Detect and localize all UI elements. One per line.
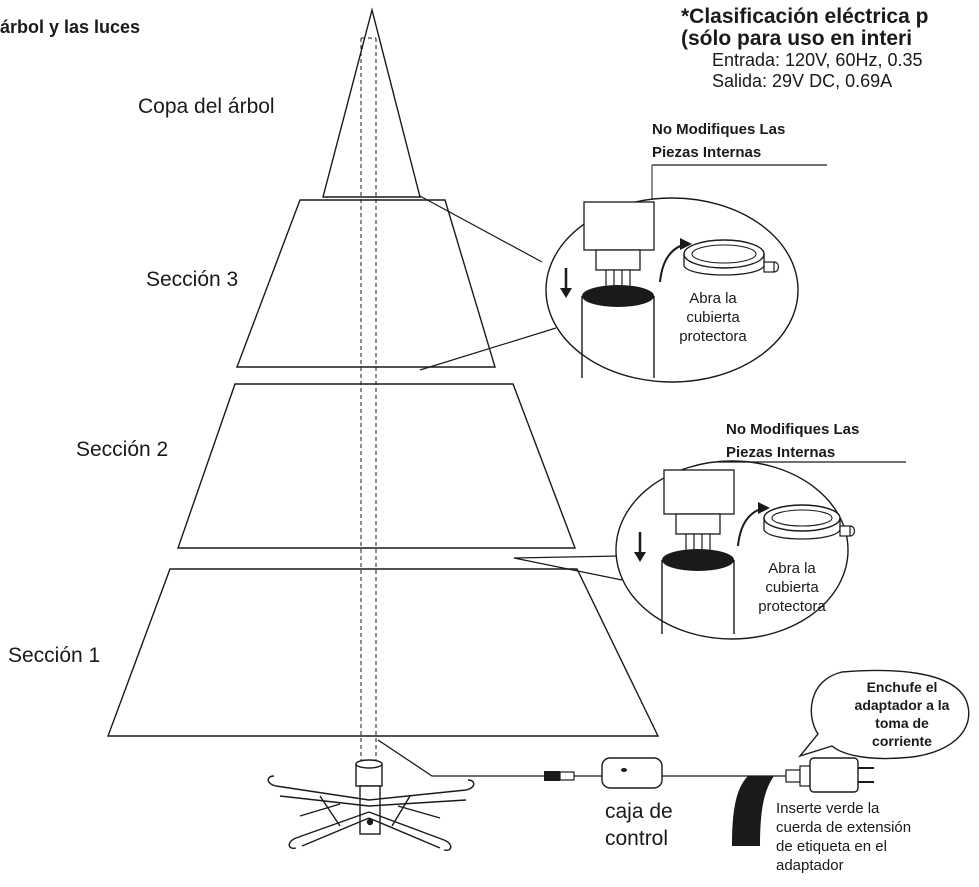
rating-title-line1: *Clasificación eléctrica p — [681, 5, 928, 28]
lower-warning-line2: Piezas Internas — [726, 444, 835, 461]
tree-pole — [360, 37, 377, 770]
tree-section-1 — [106, 568, 660, 737]
upper-pole-top — [583, 201, 655, 251]
plug-bubble-line4: corriente — [872, 733, 932, 749]
lower-socket — [662, 549, 734, 571]
lower-pole-top — [663, 469, 735, 515]
tree-stand-icon — [267, 759, 475, 852]
power-cable — [377, 739, 790, 777]
title-fragment: árbol y las luces — [0, 17, 140, 37]
rating-title-line2: (sólo para uso en interi — [681, 27, 912, 50]
plug-bubble: Enchufe el adaptador a la toma de corrie… — [797, 669, 970, 760]
upper-socket — [582, 285, 654, 307]
curved-arrow-icon — [659, 238, 692, 283]
protective-cover-icon — [683, 239, 780, 276]
section1-label: Sección 1 — [8, 644, 100, 667]
lower-open-line2: cubierta — [765, 579, 819, 596]
callout-upper: No Modifiques Las Piezas Internas Abra — [419, 121, 827, 383]
extension-note-line2: cuerda de extensión — [776, 819, 911, 836]
upper-open-line1: Abra la — [689, 290, 737, 307]
extension-note-line3: de etiqueta en el — [776, 838, 887, 855]
extension-cord-band — [732, 776, 774, 846]
extension-note-line1: Inserte verde la — [776, 800, 880, 817]
control-box-line1: caja de — [605, 800, 673, 823]
rating-output: Salida: 29V DC, 0.69A — [712, 71, 892, 91]
control-box-icon — [601, 757, 663, 789]
extension-note-line4: adaptador — [776, 857, 844, 874]
plug-bubble-line3: toma de — [875, 715, 929, 731]
section2-label: Sección 2 — [76, 438, 168, 461]
plug-adapter-icon — [785, 757, 874, 793]
rating-input: Entrada: 120V, 60Hz, 0.35 — [712, 50, 923, 70]
lower-open-line3: protectora — [758, 598, 826, 615]
arrow-down-icon — [560, 268, 572, 298]
plug-bubble-line2: adaptador a la — [855, 697, 950, 713]
curved-arrow-icon — [737, 502, 770, 547]
arrow-down-icon — [634, 532, 646, 562]
upper-open-line2: cubierta — [686, 309, 740, 326]
protective-cover-icon — [763, 504, 856, 540]
section3-label: Sección 3 — [146, 268, 238, 291]
lower-open-line1: Abra la — [768, 560, 816, 577]
callout-lower: No Modifiques Las Piezas Internas Abra l… — [513, 421, 906, 640]
tree-section-3 — [235, 199, 496, 368]
tree-top — [322, 7, 421, 198]
plug-bubble-line1: Enchufe el — [867, 679, 938, 695]
control-box-line2: control — [605, 827, 668, 850]
upper-warning-line2: Piezas Internas — [652, 144, 761, 161]
upper-warning-line1: No Modifiques Las — [652, 121, 785, 138]
lower-warning-line1: No Modifiques Las — [726, 421, 859, 438]
top-label: Copa del árbol — [138, 95, 275, 118]
upper-open-line3: protectora — [679, 328, 747, 345]
connector-icon — [544, 771, 575, 781]
